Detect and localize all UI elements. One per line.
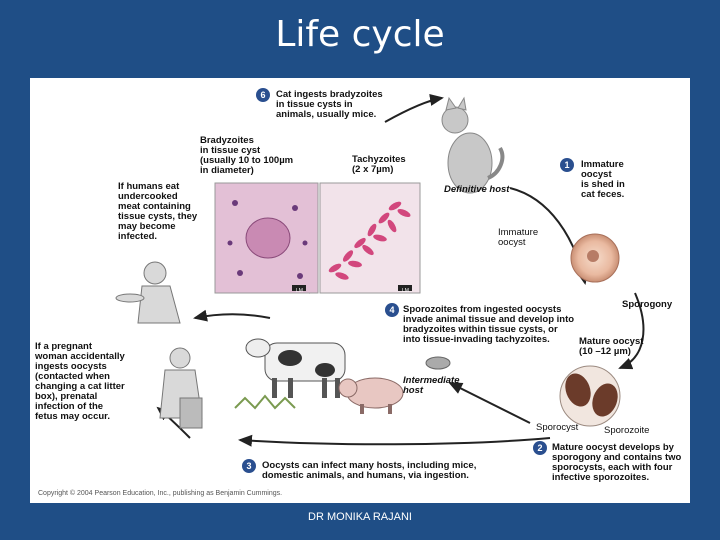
arrow-oocysts-infect: [238, 434, 551, 447]
step-3-badge: 3: [242, 459, 256, 473]
pig-illustration: [338, 377, 404, 414]
slide-title: Life cycle: [275, 14, 445, 55]
arrow-cat-ingests: [384, 94, 444, 123]
micrograph-1-scale-label: LM: [296, 288, 303, 294]
cat-illustration: [441, 96, 505, 194]
copyright-notice: Copyright © 2004 Pearson Education, Inc.…: [38, 490, 283, 497]
step-6-badge: 6: [256, 88, 270, 102]
step-4-badge: 4: [385, 303, 399, 317]
bradyzoites-label: Bradyzoites in tissue cyst (usually 10 t…: [200, 135, 294, 176]
intermediate-host-label: Intermediate host: [403, 375, 460, 396]
slide-footer: DR MONIKA RAJANI: [308, 511, 412, 523]
step-1-badge: 1: [560, 158, 574, 172]
pregnant-woman-illustration: [159, 347, 203, 429]
step-1-text: Immature oocyst is shed in cat feces.: [581, 159, 625, 200]
definitive-host-label: Definitive host: [444, 184, 510, 195]
step-2-badge: 2: [533, 441, 547, 455]
mature-oocyst-label: Mature oocyst (10 –12 µm): [579, 336, 644, 357]
step-3-text: Oocysts can infect many hosts, including…: [262, 460, 477, 481]
humans-eat-text: If humans eat undercooked meat containin…: [118, 181, 198, 242]
tachyzoites-label: Tachyzoites (2 x 7µm): [352, 154, 406, 175]
micrograph-2-scale-label: LM: [402, 288, 409, 294]
diagram-artwork: [115, 94, 645, 447]
tachyzoite-micrograph: [319, 182, 421, 294]
step-6-text: Cat ingests bradyzoites in tissue cysts …: [276, 89, 383, 120]
pregnant-woman-text: If a pregnant woman accidentally ingests…: [35, 341, 125, 422]
arrow-sporogony: [618, 292, 645, 370]
mouse-illustration: [425, 356, 451, 370]
sporogony-label: Sporogony: [622, 299, 673, 310]
arrow-humans-eat: [193, 309, 271, 322]
life-cycle-diagram: 6 Cat ingests bradyzoites in tissue cyst…: [30, 78, 690, 503]
step-4-text: Sporozoites from ingested oocysts invade…: [403, 304, 575, 345]
sporocyst-label: Sporocyst: [536, 422, 579, 433]
cow-illustration: [245, 338, 346, 398]
person-eating-illustration: [115, 261, 181, 324]
step-2-text: Mature oocyst develops by sporogony and …: [552, 442, 682, 483]
immature-oocyst-label: Immature oocyst: [498, 227, 539, 248]
arrow-to-intermediate: [448, 382, 531, 424]
sporozoite-label: Sporozoite: [604, 425, 650, 436]
